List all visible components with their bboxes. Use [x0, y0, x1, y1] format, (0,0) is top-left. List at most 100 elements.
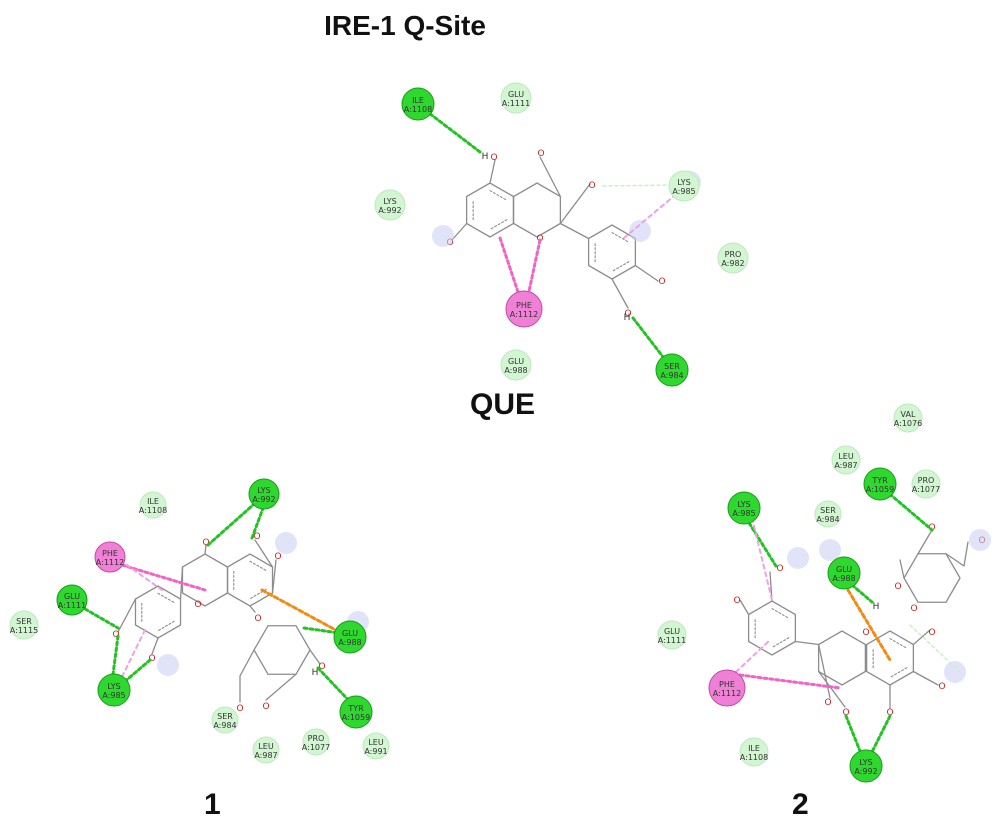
- pi-anion-interaction: [846, 588, 892, 662]
- residue-name: PHE: [719, 680, 735, 689]
- single-bond: [912, 629, 931, 646]
- residue-disc: [252, 736, 280, 764]
- single-bond: [912, 670, 939, 686]
- residue-id: A:1112: [96, 558, 124, 567]
- single-bond: [963, 541, 969, 567]
- oxygen-atom: O: [733, 596, 740, 606]
- hbond-interaction: [206, 495, 264, 547]
- residue-disc: [831, 445, 861, 475]
- residue-name: GLU: [342, 629, 358, 638]
- single-bond: [794, 640, 820, 646]
- residue-disc: [708, 669, 746, 707]
- aromatic-bond: [889, 638, 908, 649]
- solvent-accessibility-halo: [787, 547, 809, 569]
- page-title: IRE-1 Q-Site: [324, 10, 486, 41]
- residue-disc: [211, 706, 239, 734]
- residue-disc: [97, 673, 131, 707]
- oxygen-atom: O: [894, 582, 901, 592]
- oxygen-atom: O: [148, 654, 155, 664]
- pi-alkyl-interaction: [751, 517, 773, 601]
- carbon-hbond-interaction: [602, 184, 679, 187]
- solvent-accessibility-halo: [432, 225, 454, 247]
- residue-name: GLU: [508, 357, 524, 366]
- hydrogen-atom: H: [624, 313, 631, 323]
- aromatic-bond: [489, 190, 508, 201]
- single-bond: [899, 559, 905, 579]
- oxygen-atom: O: [658, 277, 665, 287]
- residue-name: TYR: [871, 476, 888, 485]
- residue-name: ILE: [412, 96, 424, 105]
- residue-id: A:1115: [10, 626, 38, 635]
- residue-id: A:1111: [658, 636, 686, 645]
- ring-bond: [903, 553, 961, 603]
- ligand-label-que: QUE: [470, 388, 536, 421]
- oxygen-atom: O: [236, 704, 243, 714]
- single-bond: [271, 559, 277, 594]
- ligand-label-1: 1: [204, 788, 221, 821]
- residue-id: A:992: [252, 495, 275, 504]
- oxygen-atom: O: [202, 538, 209, 548]
- oxygen-atom: O: [537, 149, 544, 159]
- hbond-interaction: [850, 583, 874, 604]
- oxygen-atom: O: [194, 600, 201, 610]
- oxygen-atom: O: [624, 309, 631, 319]
- single-bond: [117, 598, 137, 633]
- aromatic-bond: [489, 219, 508, 230]
- residue-disc: [893, 403, 923, 433]
- single-bond: [489, 159, 496, 184]
- hbond-interaction: [883, 488, 934, 532]
- pi-pi-interaction: [498, 236, 522, 300]
- pi-pi-interaction: [526, 238, 542, 298]
- solvent-accessibility-halo: [157, 654, 179, 676]
- single-bond: [739, 599, 750, 616]
- residue-name: GLU: [664, 627, 680, 636]
- single-bond: [917, 529, 933, 555]
- residue-name: PRO: [308, 734, 325, 743]
- residue-disc: [727, 491, 761, 525]
- oxygen-atom: O: [776, 564, 783, 574]
- residue-disc: [500, 82, 532, 114]
- residue-name: LYS: [107, 682, 120, 691]
- residue-id: A:992: [378, 206, 401, 215]
- hydrogen-atom: H: [312, 668, 319, 678]
- aromatic-bond: [157, 620, 175, 632]
- single-bond: [611, 278, 629, 309]
- residue-name: GLU: [508, 90, 524, 99]
- carbonyl-bond: [204, 544, 207, 555]
- residue-name: PRO: [918, 476, 935, 485]
- residue-id: A:1112: [510, 310, 538, 319]
- oxygen-atom: O: [253, 532, 260, 542]
- residue-id: A:985: [732, 509, 755, 518]
- aromatic-bond: [611, 261, 630, 272]
- single-bond: [559, 183, 591, 225]
- pi-alkyl-interaction: [735, 639, 771, 673]
- residue-name: GLU: [64, 592, 80, 601]
- pi-pi-interaction: [738, 673, 842, 690]
- oxygen-atom: O: [112, 630, 119, 640]
- residue-name: LYS: [737, 500, 750, 509]
- residue-disc: [505, 290, 543, 328]
- residue-disc: [339, 695, 373, 729]
- single-bond: [249, 605, 256, 613]
- oxygen-atom: O: [824, 698, 831, 708]
- oxygen-atom: O: [262, 702, 269, 712]
- ring-bond: [181, 553, 229, 607]
- single-bond: [451, 222, 468, 241]
- pi-anion-interaction: [260, 588, 345, 636]
- single-bond: [559, 222, 590, 240]
